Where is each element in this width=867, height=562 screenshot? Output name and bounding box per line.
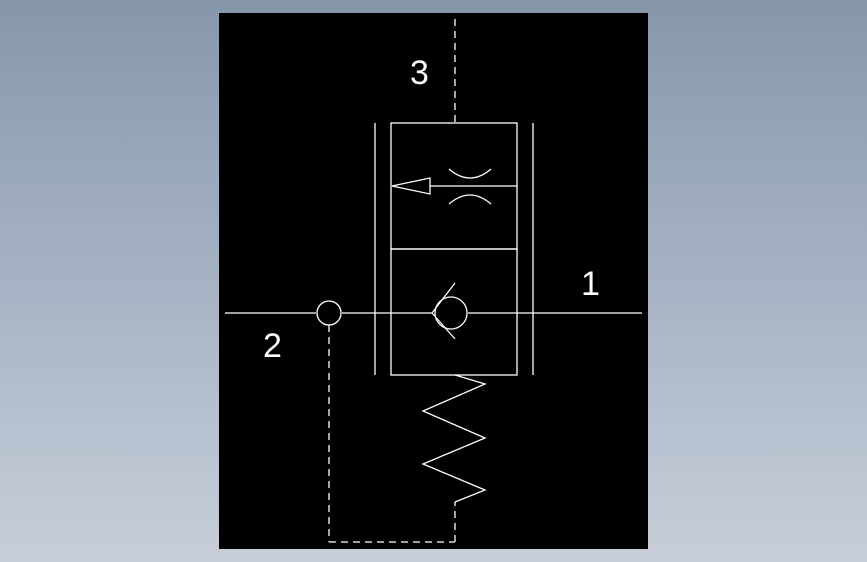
check-valve-ball — [434, 296, 468, 330]
port-2-label: 2 — [263, 327, 282, 365]
check-valve-seat-lower — [431, 312, 456, 340]
spring — [421, 374, 487, 503]
port-3-label: 3 — [410, 54, 429, 92]
flow-arrow-head — [391, 177, 431, 195]
lower-valve-box — [390, 248, 518, 376]
port-1-label: 1 — [581, 265, 600, 303]
throttle-arc-bottom — [448, 194, 492, 205]
throttle-arc-top — [448, 168, 492, 179]
check-valve-seat-upper — [431, 282, 456, 314]
